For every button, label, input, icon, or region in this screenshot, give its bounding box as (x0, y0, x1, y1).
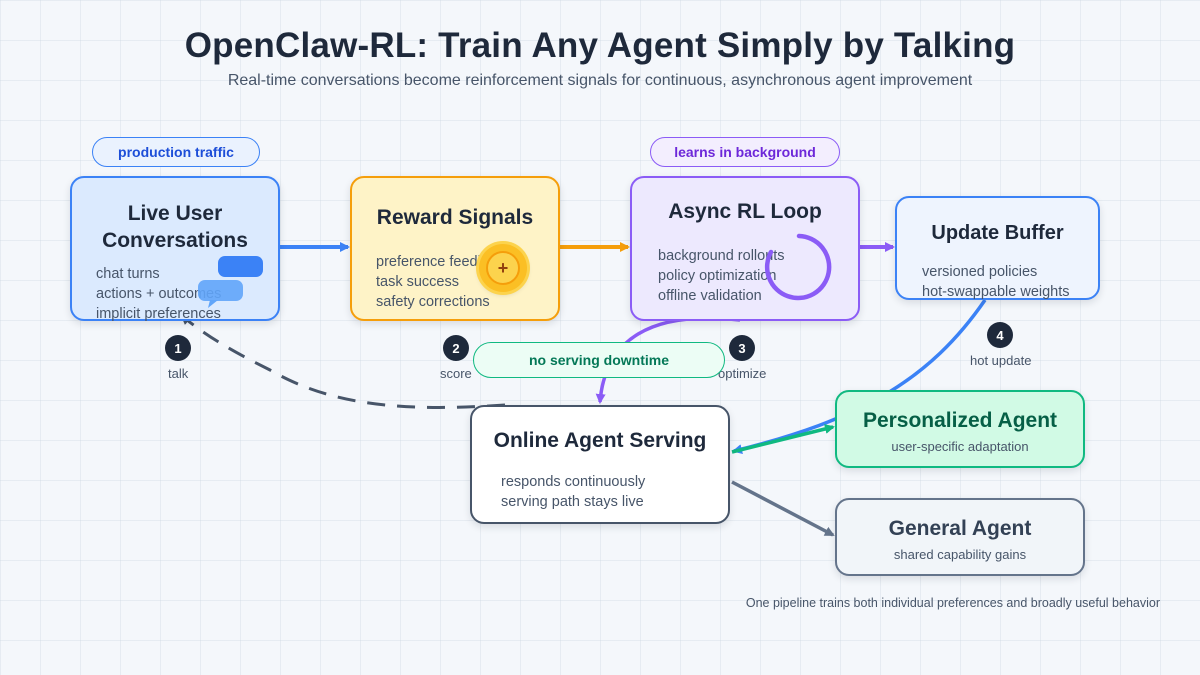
live-line-2: actions + outcomes (96, 286, 222, 302)
buffer-line-1: versioned policies (922, 264, 1038, 280)
reward-coin-icon: + (479, 244, 527, 292)
serving-title: Online Agent Serving (493, 429, 707, 452)
page-subtitle: Real-time conversations become reinforce… (227, 72, 973, 89)
general-title: General Agent (888, 517, 1032, 540)
reward-line-3: safety corrections (376, 294, 490, 310)
arrow-serving-to-personal (731, 424, 835, 454)
live-line-1: chat turns (96, 266, 160, 282)
learns-background-pill: learns in background (650, 137, 840, 167)
step-label-score: score (440, 366, 472, 381)
step-label-optimize: optimize (718, 366, 767, 381)
async-line-1: background rollouts (658, 248, 785, 264)
buffer-line-2: hot-swappable weights (922, 284, 1070, 300)
step-badge-2: 2 (443, 335, 469, 361)
general-subtitle: shared capability gains (893, 547, 1027, 562)
async-title: Async RL Loop (668, 200, 822, 223)
live-title-line1: Live User (127, 202, 223, 225)
node-update-buffer: Update Buffer versioned policies hot-swa… (895, 196, 1100, 300)
production-traffic-pill: production traffic (92, 137, 260, 167)
buffer-title: Update Buffer (931, 222, 1064, 244)
refresh-loop-icon (764, 233, 832, 301)
node-personalized-agent: Personalized Agent user-specific adaptat… (835, 390, 1085, 468)
chat-bubbles-icon (198, 256, 263, 308)
reward-coin-symbol: + (486, 251, 520, 285)
reward-line-2: task success (376, 274, 459, 290)
node-async-rl-loop: Async RL Loop background rollouts policy… (630, 176, 860, 321)
step-badge-1: 1 (165, 335, 191, 361)
no-serving-downtime-label: no serving downtime (528, 352, 669, 368)
step-badge-4: 4 (987, 322, 1013, 348)
reward-title: Reward Signals (376, 206, 534, 229)
arrow-serving-to-general (731, 480, 835, 537)
node-live-user-conversations: Live User Conversations chat turns actio… (70, 176, 280, 322)
serving-line-1: responds continuously (501, 474, 646, 490)
arrow-serving-to-live-dashed (180, 314, 506, 409)
reward-line-1: preference feedback (376, 254, 509, 270)
personal-subtitle: user-specific adaptation (891, 439, 1029, 454)
async-line-2: policy optimization (658, 268, 777, 284)
production-traffic-label: production traffic (118, 144, 234, 160)
live-title-line2: Conversations (102, 229, 248, 252)
step-label-hot-update: hot update (970, 353, 1032, 368)
node-online-agent-serving: Online Agent Serving responds continuous… (470, 405, 730, 524)
no-serving-downtime-pill: no serving downtime (473, 342, 725, 378)
node-general-agent: General Agent shared capability gains (835, 498, 1085, 576)
node-reward-signals: Reward Signals preference feedback task … (350, 176, 560, 321)
learns-background-label: learns in background (674, 144, 816, 160)
footer-caption: One pipeline trains both individual pref… (745, 596, 1160, 610)
step-label-talk: talk (168, 366, 189, 381)
live-line-3: implicit preferences (96, 306, 221, 322)
step-badge-3: 3 (729, 335, 755, 361)
async-line-3: offline validation (658, 288, 762, 304)
serving-line-2: serving path stays live (501, 494, 644, 510)
page-title: OpenClaw-RL: Train Any Agent Simply by T… (184, 26, 1016, 65)
personal-title: Personalized Agent (862, 409, 1058, 432)
